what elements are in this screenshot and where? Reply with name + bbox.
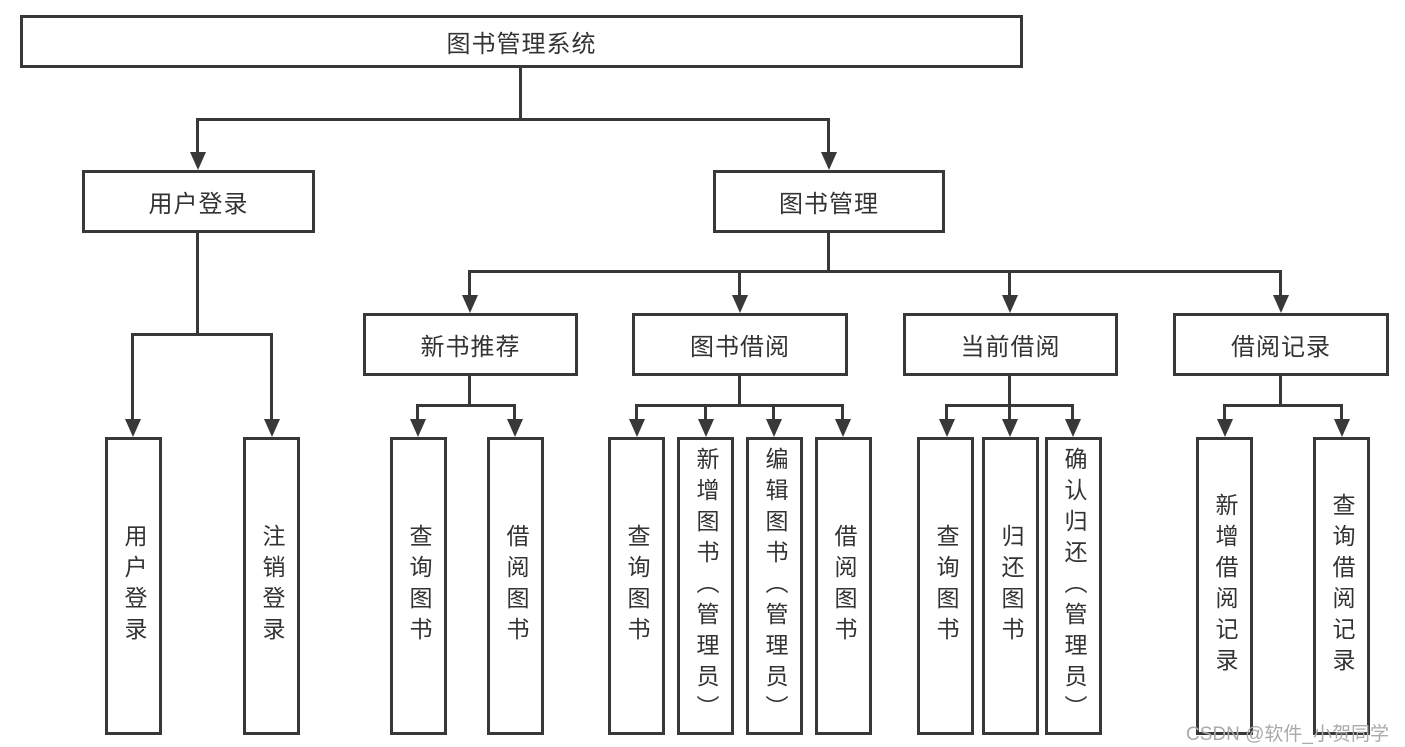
connector-line bbox=[131, 333, 134, 419]
connector-line bbox=[513, 404, 516, 420]
leaf-return-book: 归还图书 bbox=[982, 437, 1039, 735]
leaf-query-book-1: 查询图书 bbox=[390, 437, 447, 735]
arrowhead-down-icon bbox=[939, 419, 955, 437]
connector-line bbox=[1008, 374, 1011, 406]
connector-line bbox=[416, 404, 419, 420]
connector-line bbox=[416, 404, 516, 407]
connector-line bbox=[1008, 404, 1011, 420]
arrowhead-down-icon bbox=[410, 419, 426, 437]
connector-line bbox=[1279, 270, 1282, 297]
arrowhead-down-icon bbox=[629, 419, 645, 437]
arrowhead-down-icon bbox=[190, 152, 206, 170]
leaf-query-book-2: 查询图书 bbox=[608, 437, 665, 735]
connector-line bbox=[1223, 404, 1343, 407]
arrowhead-down-icon bbox=[264, 419, 280, 437]
node-current-borrow: 当前借阅 bbox=[903, 313, 1118, 376]
arrowhead-down-icon bbox=[1065, 419, 1081, 437]
leaf-add-borrow-record: 新增借阅记录 bbox=[1196, 437, 1253, 735]
leaf-logout: 注销登录 bbox=[243, 437, 300, 735]
leaf-query-borrow-record: 查询借阅记录 bbox=[1313, 437, 1370, 735]
connector-line bbox=[738, 270, 741, 297]
connector-line bbox=[519, 66, 522, 120]
connector-line bbox=[738, 374, 741, 406]
connector-line bbox=[468, 374, 471, 406]
node-new-book-recommend: 新书推荐 bbox=[363, 313, 578, 376]
connector-line bbox=[635, 404, 844, 407]
connector-line bbox=[196, 231, 199, 335]
arrowhead-down-icon bbox=[125, 419, 141, 437]
connector-line bbox=[1223, 404, 1226, 420]
connector-line bbox=[1008, 270, 1011, 297]
csdn-watermark: CSDN @软件_小贺同学 bbox=[1186, 724, 1389, 745]
arrowhead-down-icon bbox=[507, 419, 523, 437]
node-user-login: 用户登录 bbox=[82, 170, 315, 233]
connector-line bbox=[827, 118, 830, 154]
arrowhead-down-icon bbox=[698, 419, 714, 437]
arrowhead-down-icon bbox=[821, 152, 837, 170]
connector-line bbox=[841, 404, 844, 420]
connector-line bbox=[131, 333, 273, 336]
leaf-confirm-return: 确认归还（管理员） bbox=[1045, 437, 1102, 735]
connector-line bbox=[468, 270, 1282, 273]
node-root-system: 图书管理系统 bbox=[20, 15, 1023, 68]
arrowhead-down-icon bbox=[1002, 419, 1018, 437]
arrowhead-down-icon bbox=[1273, 295, 1289, 313]
leaf-edit-book: 编辑图书（管理员） bbox=[746, 437, 803, 735]
connector-line bbox=[827, 231, 830, 272]
node-book-borrow: 图书借阅 bbox=[632, 313, 848, 376]
connector-line bbox=[704, 404, 707, 420]
connector-line bbox=[1340, 404, 1343, 420]
connector-line bbox=[196, 118, 199, 154]
connector-line bbox=[468, 270, 471, 297]
connector-line bbox=[1071, 404, 1074, 420]
connector-line bbox=[772, 404, 775, 420]
arrowhead-down-icon bbox=[462, 295, 478, 313]
arrowhead-down-icon bbox=[1217, 419, 1233, 437]
connector-line bbox=[945, 404, 948, 420]
connector-line bbox=[270, 333, 273, 419]
node-borrow-records: 借阅记录 bbox=[1173, 313, 1389, 376]
node-book-management: 图书管理 bbox=[713, 170, 945, 233]
leaf-add-book: 新增图书（管理员） bbox=[677, 437, 734, 735]
connector-line bbox=[1279, 374, 1282, 406]
arrowhead-down-icon bbox=[835, 419, 851, 437]
arrowhead-down-icon bbox=[1334, 419, 1350, 437]
arrowhead-down-icon bbox=[732, 295, 748, 313]
connector-line bbox=[635, 404, 638, 420]
arrowhead-down-icon bbox=[766, 419, 782, 437]
arrowhead-down-icon bbox=[1002, 295, 1018, 313]
leaf-query-book-3: 查询图书 bbox=[917, 437, 974, 735]
leaf-borrow-book-1: 借阅图书 bbox=[487, 437, 544, 735]
leaf-borrow-book-2: 借阅图书 bbox=[815, 437, 872, 735]
connector-line bbox=[196, 118, 830, 121]
leaf-user-login: 用户登录 bbox=[105, 437, 162, 735]
